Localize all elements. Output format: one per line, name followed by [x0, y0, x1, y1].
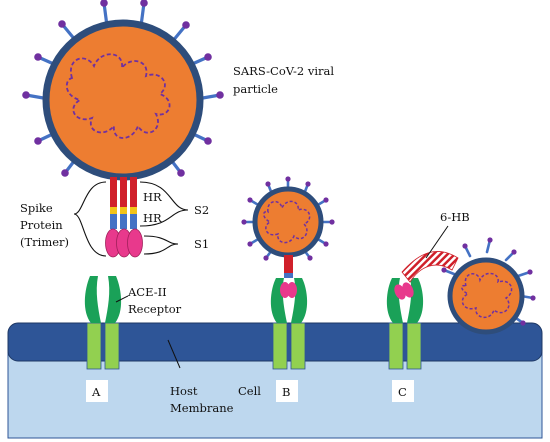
large-virus-rna	[65, 53, 171, 139]
hb6-pointer	[425, 225, 449, 259]
label-spike-line1: Spike	[20, 201, 53, 215]
receptor-a	[84, 276, 122, 370]
label-hr-top: HR	[143, 190, 162, 204]
s2-brace	[139, 181, 189, 227]
host-pointer	[167, 339, 181, 369]
large-virus-spike-tips	[22, 0, 224, 177]
label-host-line1: Host	[170, 384, 198, 398]
large-viral-particle	[22, 0, 224, 181]
label-host-cell: Cell	[238, 384, 261, 398]
label-ace-line1: ACE-II	[127, 285, 167, 299]
label-panel-c: C	[398, 385, 407, 399]
s1-brace	[143, 235, 179, 255]
viral-particle-c	[394, 225, 536, 335]
label-hr-bottom: HR	[143, 211, 162, 225]
spike-brace	[73, 181, 107, 257]
label-panel-b: B	[282, 385, 290, 399]
large-virus-body	[42, 19, 204, 181]
viral-particle-b	[241, 176, 335, 298]
ace-pointer	[115, 295, 129, 303]
label-host-line2: Membrane	[170, 401, 234, 415]
receptor-c	[386, 278, 424, 370]
braces	[73, 181, 189, 257]
label-virus-line2: particle	[233, 82, 278, 96]
label-virus-line1: SARS-CoV-2 viral	[233, 64, 334, 78]
spike-trimer	[105, 177, 143, 258]
receptor-b	[270, 278, 308, 370]
six-helix-bundle	[401, 251, 459, 283]
panel-box-a	[86, 380, 108, 402]
panel-box-b	[276, 380, 298, 402]
label-6hb: 6-HB	[440, 210, 470, 224]
label-s2: S2	[194, 203, 209, 217]
label-spike-line3: (Trimer)	[20, 235, 69, 249]
label-s1: S1	[194, 237, 209, 251]
label-panel-a: A	[91, 385, 101, 399]
label-ace-line2: Receptor	[128, 302, 182, 316]
panel-box-c	[392, 380, 414, 402]
label-spike-line2: Protein	[20, 218, 63, 232]
